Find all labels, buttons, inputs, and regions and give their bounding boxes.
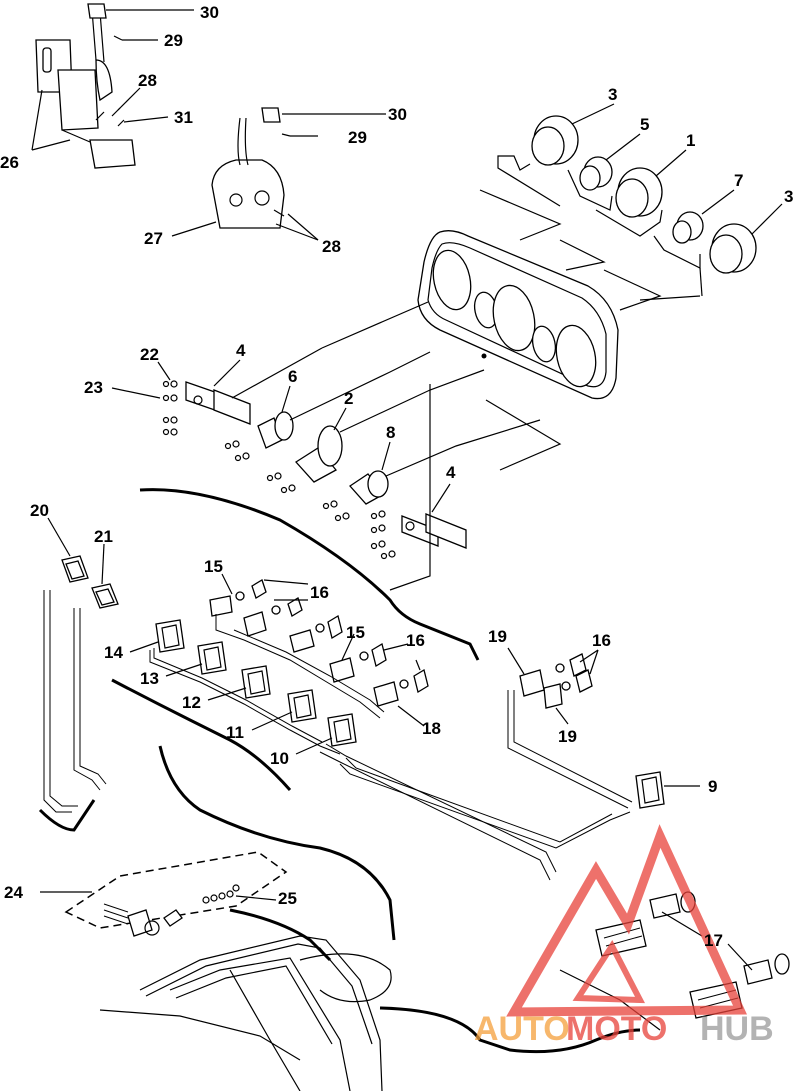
callout-19-top: 19 — [488, 627, 507, 646]
callout-29-mid: 29 — [348, 128, 367, 147]
callout-24: 24 — [4, 883, 23, 902]
callout-20: 20 — [30, 501, 49, 520]
watermark-moto: MOTO — [566, 1010, 667, 1048]
watermark-hub: HUB — [700, 1010, 774, 1048]
callout-1: 1 — [686, 131, 695, 150]
indicator-lights — [224, 351, 541, 522]
callout-28-top: 28 — [138, 71, 157, 90]
callout-14: 14 — [104, 643, 123, 662]
ignition-kit — [40, 851, 288, 937]
callout-16-right: 16 — [592, 631, 611, 650]
vehicle-body — [99, 745, 661, 1091]
callout-17: 17 — [704, 931, 723, 950]
bracket-assembly-26 — [31, 3, 194, 169]
callout-25: 25 — [278, 889, 297, 908]
callout-26: 26 — [0, 153, 19, 172]
callout-13: 13 — [140, 669, 159, 688]
callout-4-right: 4 — [446, 463, 456, 482]
mount-bracket-4-left — [111, 301, 429, 436]
callout-labels: 30 29 28 31 26 30 29 27 28 3 5 1 7 3 4 2… — [0, 3, 793, 950]
callout-12: 12 — [182, 693, 201, 712]
callout-9: 9 — [708, 777, 717, 796]
callout-6: 6 — [288, 367, 297, 386]
callout-3-left: 3 — [608, 85, 617, 104]
callout-7: 7 — [734, 171, 743, 190]
dash-outline-lower — [111, 678, 292, 791]
callout-16-left: 16 — [310, 583, 329, 602]
callout-15-left: 15 — [204, 557, 223, 576]
watermark-logo: AUTO MOTO HUB — [474, 824, 774, 1048]
callout-22: 22 — [140, 345, 159, 364]
callout-30-top: 30 — [200, 3, 219, 22]
callout-16-mid: 16 — [406, 631, 425, 650]
callout-30-mid: 30 — [388, 105, 407, 124]
callout-21: 21 — [94, 527, 113, 546]
callout-23: 23 — [84, 378, 103, 397]
dash-outline-top — [139, 488, 480, 661]
switch-19-group — [507, 647, 700, 809]
callout-27: 27 — [144, 229, 163, 248]
callout-29-top: 29 — [164, 31, 183, 50]
callout-28-mid: 28 — [322, 237, 341, 256]
gauge-bezel — [417, 230, 619, 400]
callout-8: 8 — [386, 423, 395, 442]
callout-11: 11 — [226, 723, 244, 742]
callout-15-mid: 15 — [346, 623, 365, 642]
mount-bracket-4-right — [370, 384, 562, 591]
switch-bank — [129, 573, 631, 881]
watermark-auto: AUTO — [474, 1010, 570, 1048]
switch-housing-27 — [171, 107, 386, 241]
callout-10: 10 — [270, 749, 289, 768]
callout-19-bottom: 19 — [558, 727, 577, 746]
callout-31: 31 — [174, 108, 193, 127]
switch-columns — [38, 517, 119, 832]
callout-5: 5 — [640, 115, 649, 134]
callout-18: 18 — [422, 719, 441, 738]
callout-3-right: 3 — [784, 187, 793, 206]
callout-4-left: 4 — [236, 341, 246, 360]
callout-2: 2 — [344, 389, 353, 408]
gauges-top-right — [479, 103, 783, 311]
